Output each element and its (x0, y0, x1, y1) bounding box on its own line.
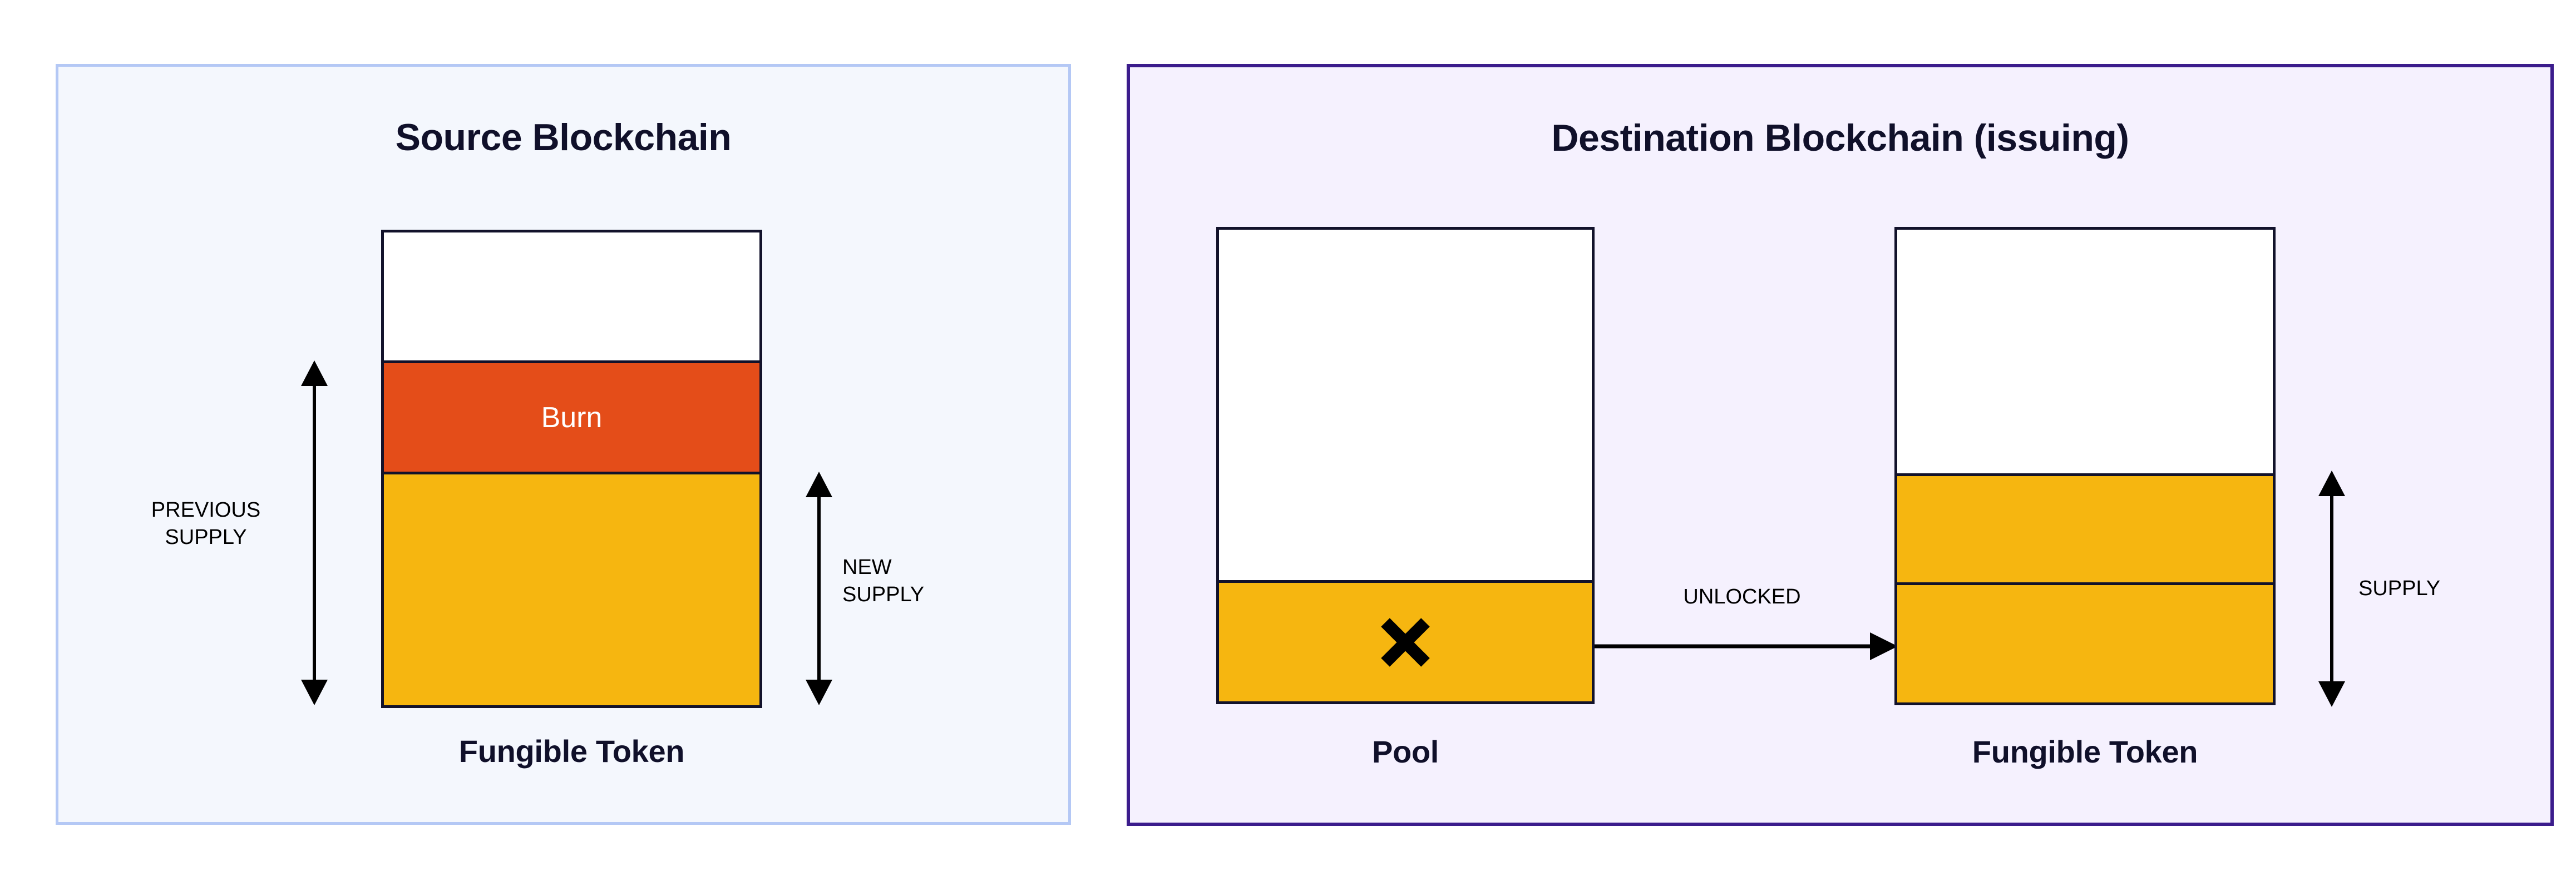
segment-headroom (384, 232, 759, 360)
segment-token-headroom (1897, 230, 2273, 473)
measure-previous-supply: PREVIOUS SUPPLY (151, 360, 331, 705)
stack-source-fungible-token: Burn (381, 230, 762, 708)
segment-token-unlocked-supply (1897, 582, 2273, 702)
measure-new-supply: NEW SUPPLY (802, 472, 924, 705)
segment-token-existing-supply (1897, 473, 2273, 582)
flow-unlocked: UNLOCKED (1595, 585, 1898, 662)
segment-pool-locked (1219, 580, 1592, 701)
measure-previous-supply-label-line2: SUPPLY (165, 525, 247, 549)
measure-supply-label: SUPPLY (2358, 577, 2441, 600)
segment-burn: Burn (384, 360, 759, 472)
measure-new-supply-label: NEW SUPPLY (842, 554, 924, 608)
segment-burn-label: Burn (541, 401, 603, 434)
measure-new-supply-label-line1: NEW (842, 556, 892, 579)
measure-supply: SUPPLY (2315, 471, 2440, 707)
panel-source-blockchain: Source Blockchain PREVIOUS SUPPLY Burn (56, 64, 1071, 825)
panel-destination-title: Destination Blockchain (issuing) (1551, 117, 2129, 159)
segment-pool-headroom (1219, 230, 1592, 580)
caption-source-fungible-token: Fungible Token (458, 734, 685, 769)
panel-destination-blockchain: Destination Blockchain (issuing) Pool UN… (1127, 64, 2554, 826)
caption-pool: Pool (1371, 734, 1439, 769)
stack-pool (1216, 227, 1595, 704)
caption-destination-fungible-token: Fungible Token (1972, 734, 2198, 769)
measure-new-supply-label-line2: SUPPLY (842, 582, 925, 606)
x-mark-icon (1380, 617, 1431, 668)
stack-destination-fungible-token (1894, 227, 2276, 705)
flow-unlocked-label: UNLOCKED (1683, 585, 1801, 608)
panel-source-title: Source Blockchain (395, 116, 732, 159)
segment-remaining-supply (384, 472, 759, 705)
measure-previous-supply-label: PREVIOUS SUPPLY (114, 497, 298, 551)
measure-previous-supply-label-line1: PREVIOUS (151, 498, 261, 522)
